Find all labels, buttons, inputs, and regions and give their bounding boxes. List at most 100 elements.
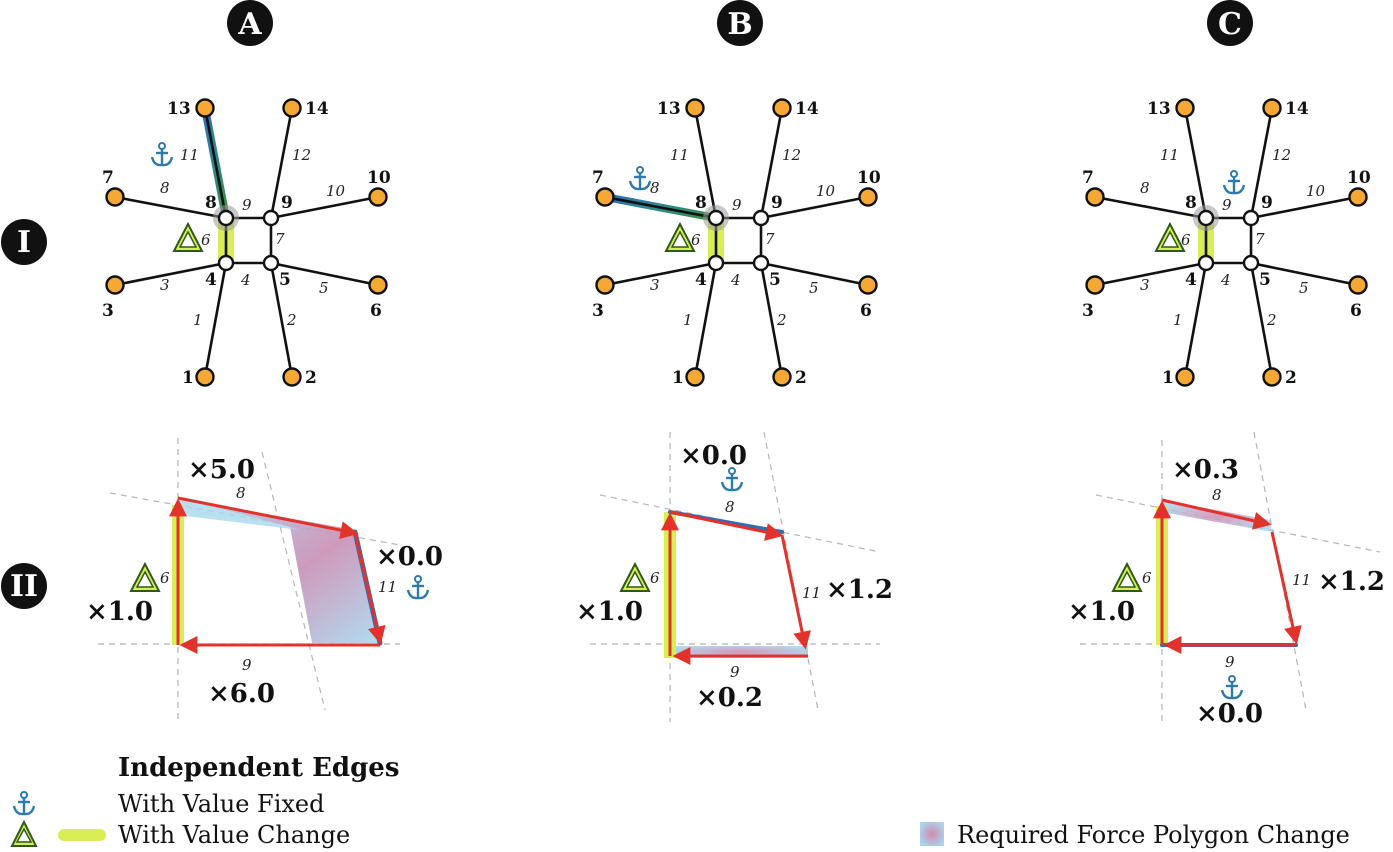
edge-label: 11 [1292, 571, 1311, 589]
edge-label: 9 [730, 663, 740, 681]
edge-line [759, 262, 784, 378]
multiplier-top: ×0.3 [1172, 455, 1239, 485]
outer-node [772, 367, 792, 387]
edge-line [269, 107, 294, 219]
anchor-icon [1222, 169, 1246, 195]
polygon-change [1162, 500, 1272, 532]
node-label: 1 [672, 368, 684, 388]
outer-node [685, 98, 705, 118]
node-label: 4 [1185, 270, 1197, 290]
edge-line [1094, 261, 1207, 287]
node-label: 6 [1350, 301, 1362, 321]
delta-icon [619, 561, 651, 592]
node-label: 10 [1347, 168, 1371, 188]
edge-label: 5 [809, 279, 819, 297]
node-label: 10 [857, 168, 881, 188]
edge-label: 7 [765, 230, 775, 248]
delta-icon [1154, 221, 1186, 252]
force-arrow [780, 534, 811, 650]
node-label: 9 [771, 193, 783, 213]
force-arrow [1161, 498, 1272, 530]
edge-label: 6 [691, 231, 701, 249]
edge-label: 6 [1142, 569, 1152, 587]
node-label: 14 [795, 99, 819, 119]
node-label: 1 [182, 368, 194, 388]
node-label: 13 [1147, 99, 1171, 119]
outer-node [858, 187, 878, 207]
node-label: 1 [1162, 368, 1174, 388]
edge-line [270, 195, 379, 220]
edge-line [270, 261, 379, 287]
edge-label: 8 [650, 179, 660, 197]
edge-label: 10 [816, 182, 836, 200]
guide-line [599, 494, 881, 553]
anchor-icon [406, 574, 430, 600]
node-label: 3 [102, 301, 114, 321]
column-letter: A [237, 7, 262, 42]
multiplier-top: ×5.0 [188, 455, 255, 485]
legend-fixed: With Value Fixed [118, 790, 324, 818]
guide-line [1253, 431, 1307, 711]
edge-label: 11 [180, 146, 199, 164]
inner-node [752, 209, 770, 227]
guide-line [763, 431, 819, 711]
edge-label: 5 [1299, 279, 1309, 297]
legend: Independent Edges With Value Fixed With … [10, 753, 1350, 849]
edge-line [693, 107, 718, 219]
edge-line [203, 262, 228, 378]
node-label: 9 [281, 193, 293, 213]
row-badge [1, 563, 47, 609]
force-arrow [669, 510, 784, 541]
edge-label: 9 [242, 196, 252, 214]
edge-line [114, 195, 227, 220]
inner-node [1197, 254, 1215, 272]
node-label: 3 [592, 301, 604, 321]
edge-line [1094, 195, 1207, 220]
column-letter: B [727, 7, 752, 42]
multiplier-bottom: ×6.0 [208, 679, 275, 709]
inner-node [1242, 209, 1260, 227]
outer-node [1262, 98, 1282, 118]
node-label: 5 [769, 270, 781, 290]
outer-node [1085, 275, 1105, 295]
column-letter: C [1218, 7, 1242, 42]
edge-label: 12 [1272, 146, 1291, 164]
outer-node [595, 187, 615, 207]
inner-node [1197, 209, 1215, 227]
outer-node [772, 98, 792, 118]
multiplier-left: ×1.0 [576, 597, 643, 627]
edge-label: 8 [725, 498, 735, 516]
edge-label: 3 [1140, 276, 1150, 294]
node-label: 3 [1082, 301, 1094, 321]
edge-line [114, 261, 227, 287]
delta-icon [1111, 561, 1143, 592]
edge-label: 3 [650, 276, 660, 294]
legend-title: Independent Edges [118, 753, 399, 783]
edge-line [1250, 195, 1359, 220]
row-badge [1, 219, 47, 265]
node-label: 14 [1285, 99, 1309, 119]
delta-icon [664, 221, 696, 252]
edge-label: 10 [326, 182, 346, 200]
node-label: 5 [279, 270, 291, 290]
delta-icon [129, 561, 161, 592]
edge-label: 8 [1140, 179, 1150, 197]
node-label: 4 [695, 270, 707, 290]
edge-label: 2 [286, 311, 297, 329]
edge-label: 9 [1222, 196, 1232, 214]
outer-node [282, 367, 302, 387]
outer-node [195, 367, 215, 387]
guide-line [261, 451, 326, 711]
edge-label: 7 [1255, 230, 1265, 248]
multiplier-bottom: ×0.0 [1196, 699, 1263, 729]
edge-line [604, 261, 717, 287]
outer-node [1262, 367, 1282, 387]
edge-label: 9 [1225, 653, 1235, 671]
anchor-icon [720, 466, 744, 492]
